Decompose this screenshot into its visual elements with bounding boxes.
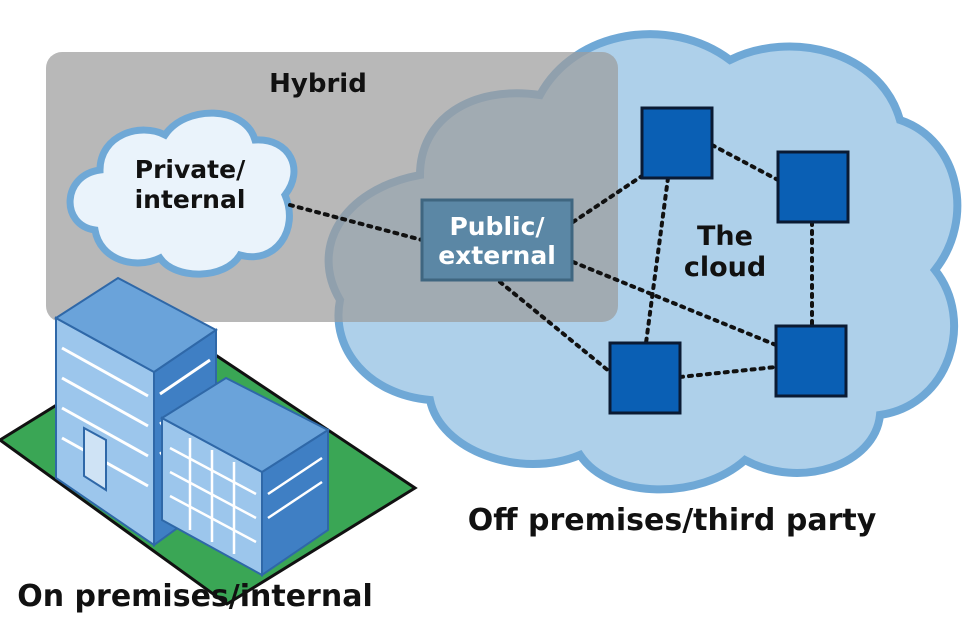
public-box-label-line2: external (438, 241, 556, 270)
server-node-icon (774, 324, 848, 398)
link-node1-node2 (710, 143, 780, 182)
public-box-label-line1: Public/ (449, 212, 545, 241)
private-cloud-label-line1: Private/ (135, 155, 246, 184)
the-cloud-label-line2: cloud (684, 252, 766, 283)
office-building-icon (0, 276, 418, 606)
hybrid-label: Hybrid (269, 69, 367, 99)
on-premises-label: On premises/internal (17, 579, 373, 614)
link-public-node4 (571, 260, 778, 347)
link-public-node1 (571, 170, 650, 224)
the-cloud-label-line1: The (697, 221, 753, 252)
link-public-node3 (498, 280, 612, 374)
cloud-icon (66, 109, 298, 278)
connection-lines (288, 143, 814, 379)
private-cloud-label-line2: internal (135, 185, 246, 214)
link-node1-node3 (644, 176, 670, 345)
public-external-box (420, 198, 574, 282)
link-private-public (288, 203, 424, 242)
server-node-icon (608, 341, 682, 415)
server-node-icon (776, 150, 850, 224)
server-node-icon (640, 106, 714, 180)
off-premises-label: Off premises/third party (468, 503, 877, 538)
link-node3-node4 (678, 365, 778, 379)
